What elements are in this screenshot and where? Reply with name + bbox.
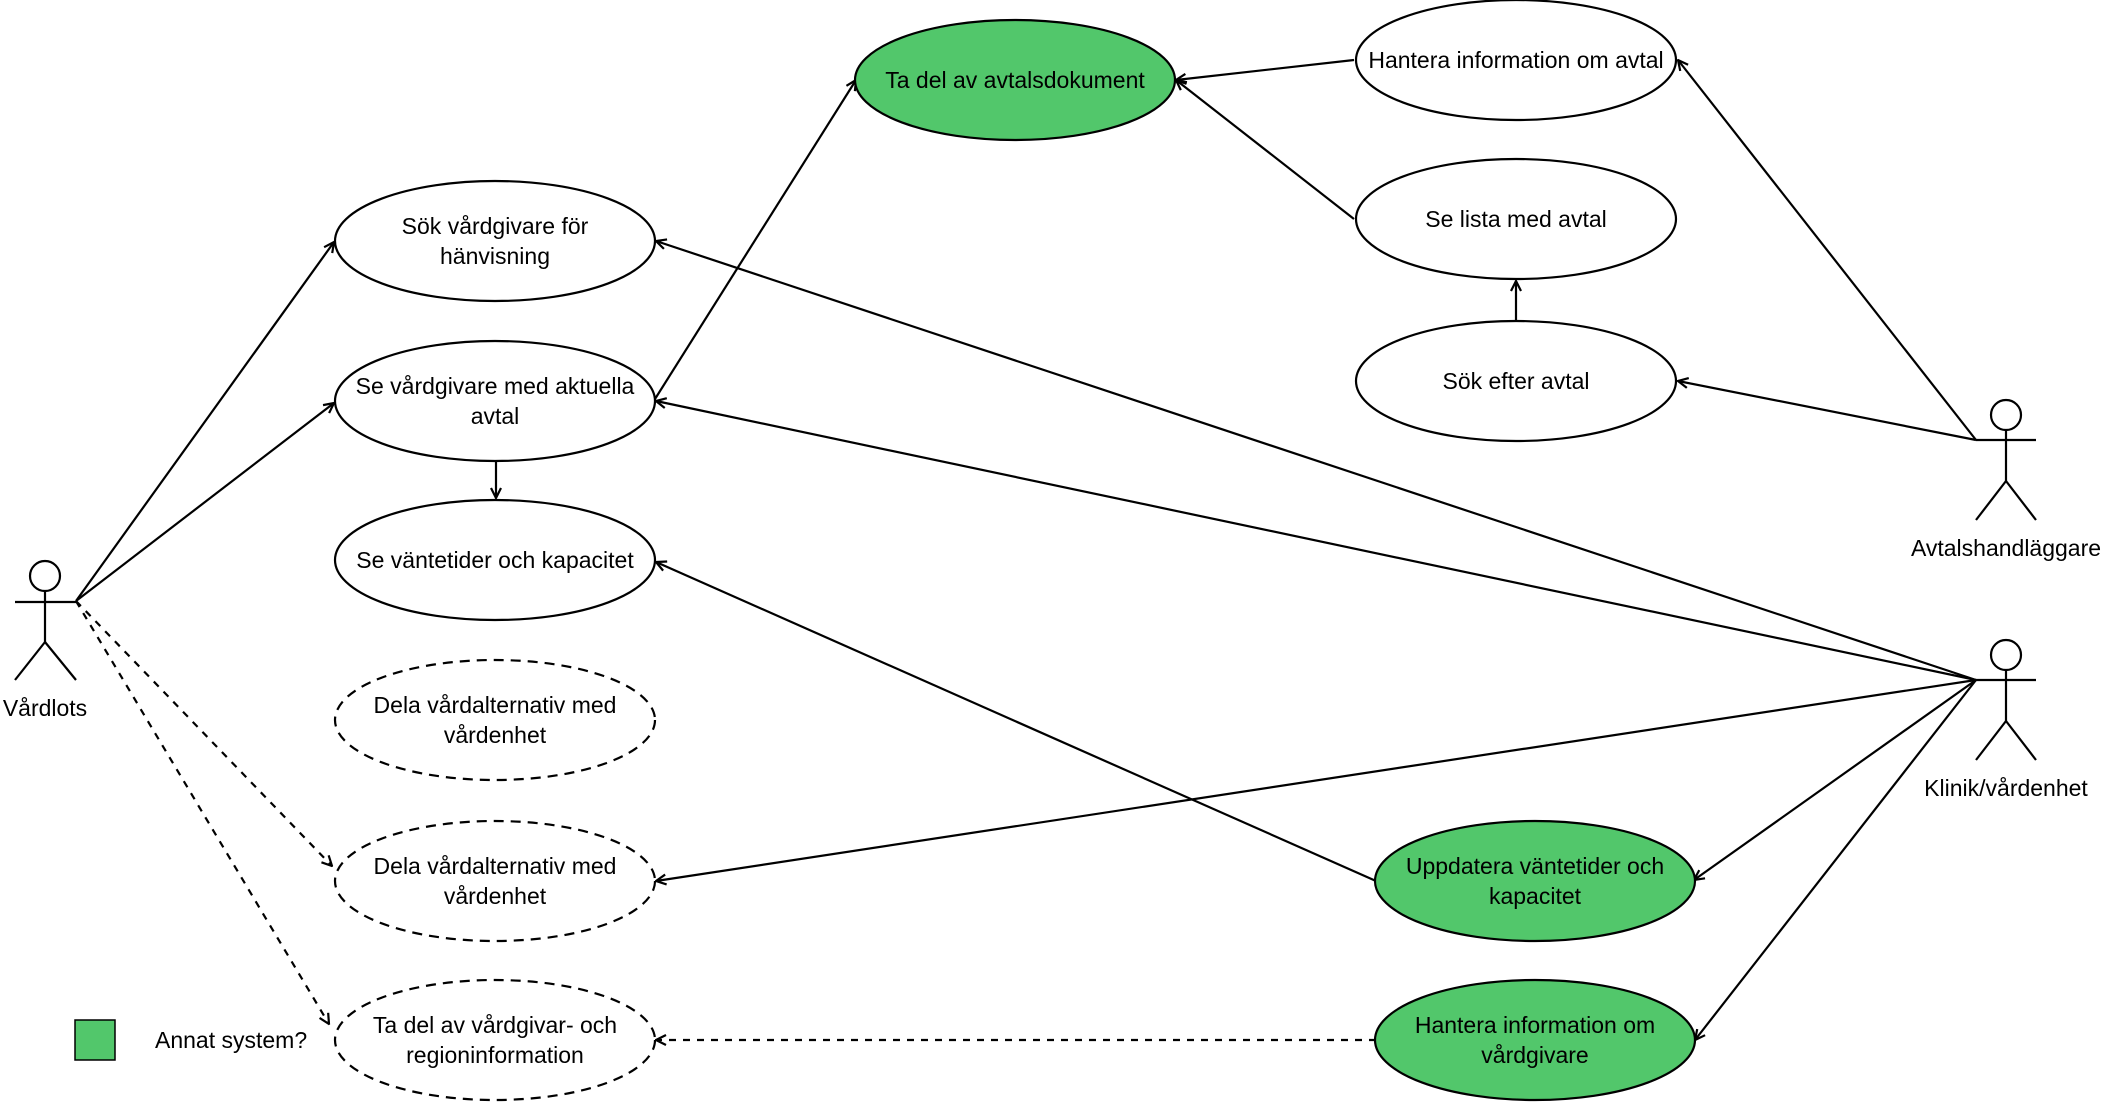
use-case-hantera-information-om-avtal[interactable]: Hantera information om avtal	[1354, 0, 1678, 122]
use-case-dela-vardalternativ-med-vardenhet-2[interactable]: Dela vårdalternativ med vårdenhet	[333, 819, 657, 943]
stick-figure-icon	[14, 559, 77, 681]
use-case-sok-vardgivare-for-hanvisning[interactable]: Sök vårdgivare för hänvisning	[333, 179, 657, 303]
use-case-label-line-1: Se vårdgivare med aktuella	[356, 373, 635, 399]
use-case-se-vantetider-och-kapacitet[interactable]: Se väntetider och kapacitet	[333, 498, 657, 622]
actor-vardlots[interactable]: Vårdlots	[3, 559, 87, 721]
use-case-sok-efter-avtal[interactable]: Sök efter avtal	[1354, 319, 1678, 443]
use-case-ta-del-av-avtalsdokument[interactable]: Ta del av avtalsdokument	[853, 18, 1177, 142]
use-case-ta-del-av-vardgivar-och-regioninformation[interactable]: Ta del av vårdgivar- och regioninformati…	[333, 978, 657, 1102]
edge-klinik-dela-vardalternativ	[656, 678, 1977, 881]
use-case-label-line-2: regioninformation	[406, 1042, 584, 1068]
use-case-label-line-1: Dela vårdalternativ med	[374, 692, 617, 718]
use-case-dela-vardalternativ-med-vardenhet-1[interactable]: Dela vårdalternativ med vårdenhet	[333, 658, 657, 782]
use-case-label-line-2: vårdenhet	[444, 883, 547, 909]
stick-figure-icon	[1975, 638, 2037, 761]
use-case-label: Se väntetider och kapacitet	[356, 547, 634, 573]
edge-hantera-avtal-ta-del-avtal	[1176, 58, 1355, 80]
edge-vardlots-dela-vardalternativ	[75, 600, 332, 866]
use-case-uppdatera-vantetider-och-kapacitet[interactable]: Uppdatera väntetider och kapacitet	[1373, 819, 1697, 943]
edge-se-lista-ta-del-avtal	[1176, 80, 1355, 220]
edge-se-vardgivare-ta-del-avtal	[654, 80, 856, 400]
edge-avtalshandlaggare-hantera-avtal	[1678, 60, 1977, 441]
edge-vardlots-ta-del-region	[75, 600, 329, 1024]
actor-label: Klinik/vårdenhet	[1924, 775, 2088, 801]
stick-figure-icon	[1975, 398, 2037, 521]
associations	[75, 58, 1977, 1040]
use-case-label-line-2: vårdenhet	[444, 722, 547, 748]
edge-klinik-se-vardgivare-avtal	[656, 401, 1977, 682]
edge-klinik-uppdatera	[1694, 679, 1977, 880]
actor-avtalshandlaggare[interactable]: Avtalshandläggare	[1911, 398, 2101, 561]
use-case-hantera-information-om-vardgivare[interactable]: Hantera information om vårdgivare	[1373, 978, 1697, 1102]
use-case-se-lista-med-avtal[interactable]: Se lista med avtal	[1354, 157, 1678, 281]
use-case-label: Sök efter avtal	[1442, 368, 1589, 394]
use-case-label: Hantera information om avtal	[1368, 47, 1663, 73]
edge-uppdatera-se-vantetider	[656, 562, 1377, 883]
use-case-label: Se lista med avtal	[1425, 206, 1607, 232]
use-case-label-line-2: vårdgivare	[1481, 1042, 1588, 1068]
use-case-se-vardgivare-med-aktuella-avtal[interactable]: Se vårdgivare med aktuella avtal	[333, 339, 657, 463]
edge-vardlots-sok-vardgivare	[75, 242, 334, 602]
use-case-label-line-1: Ta del av vårdgivar- och	[373, 1012, 617, 1038]
use-case-label-line-2: avtal	[471, 403, 520, 429]
use-case-label-line-1: Sök vårdgivare för	[402, 213, 589, 239]
edge-klinik-hantera-vardgivare	[1695, 679, 1977, 1040]
use-case-label: Ta del av avtalsdokument	[885, 67, 1145, 93]
use-case-label-line-2: hänvisning	[440, 243, 550, 269]
use-case-label-line-1: Dela vårdalternativ med	[374, 853, 617, 879]
use-case-label-line-2: kapacitet	[1489, 883, 1582, 909]
actor-label: Vårdlots	[3, 695, 87, 721]
actor-klinik-vardenhet[interactable]: Klinik/vårdenhet	[1924, 638, 2088, 801]
use-case-label-line-1: Uppdatera väntetider och	[1406, 853, 1664, 879]
legend-swatch	[74, 1019, 116, 1061]
actor-label: Avtalshandläggare	[1911, 535, 2101, 561]
edge-klinik-sok-vardgivare	[656, 241, 1977, 682]
use-case-label-line-1: Hantera information om	[1415, 1012, 1655, 1038]
legend-label: Annat system?	[155, 1027, 307, 1053]
legend: Annat system?	[74, 1019, 307, 1061]
edge-avtalshandlaggare-sok-avtal	[1678, 381, 1977, 442]
edge-vardlots-se-vardgivare-avtal	[75, 403, 334, 602]
